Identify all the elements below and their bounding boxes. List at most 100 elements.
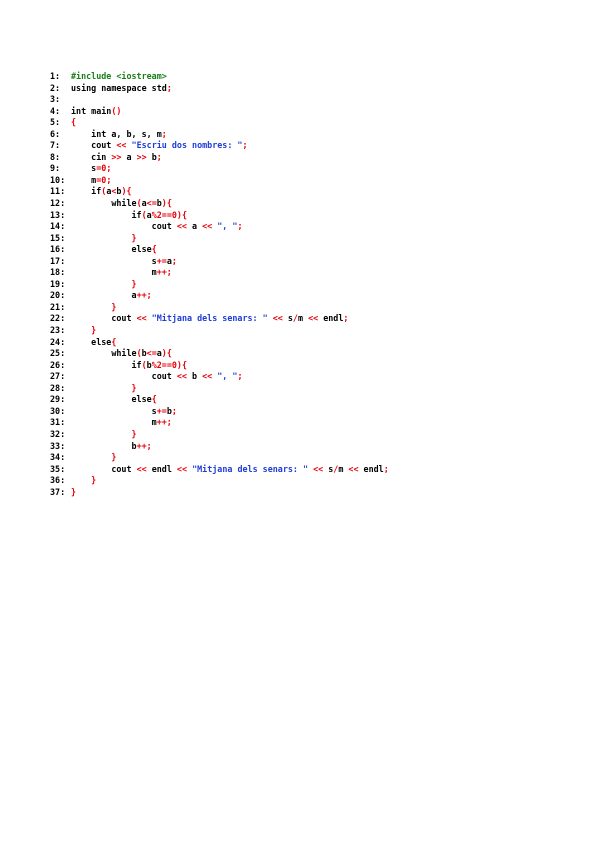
- code-token: endl: [318, 313, 344, 324]
- code-token: s: [323, 463, 334, 474]
- code-token: {: [151, 394, 157, 405]
- line-number: 34:: [50, 452, 66, 463]
- code-token: <<: [136, 463, 147, 474]
- code-token: +=: [156, 405, 167, 416]
- code-token: [71, 452, 111, 462]
- code-token: [71, 279, 132, 289]
- line-number: 29:: [50, 394, 66, 405]
- line-number: 10:: [50, 174, 66, 185]
- line-number: 2:: [50, 82, 61, 93]
- code-token: /: [333, 463, 339, 474]
- code-token: 2: [156, 359, 162, 370]
- code-token: ++;: [156, 417, 172, 428]
- code-line: 7: cout << "Escriu dos nombres: ";: [50, 140, 389, 152]
- code-token: b: [146, 151, 157, 162]
- code-token: 2: [156, 209, 162, 220]
- code-line: 26: if(b%2==0){: [50, 360, 389, 372]
- code-token: {: [111, 336, 117, 347]
- code-token: %: [151, 359, 157, 370]
- line-number: 8:: [50, 151, 61, 162]
- code-token: if: [71, 186, 102, 197]
- line-number: 5:: [50, 117, 61, 128]
- code-token: a: [71, 290, 137, 301]
- code-token: b: [166, 405, 172, 416]
- code-token: ;: [106, 174, 112, 185]
- code-token: (: [136, 348, 142, 359]
- code-token: 0: [171, 209, 177, 220]
- line-number: 28:: [50, 382, 66, 393]
- code-line: 6: int a, b, s, m;: [50, 129, 389, 141]
- code-token: ;: [343, 313, 349, 324]
- code-token: +=: [156, 255, 167, 266]
- code-token: <<: [176, 221, 187, 232]
- code-token: (: [141, 359, 147, 370]
- code-line: 23: }: [50, 325, 389, 337]
- code-line: 2:using namespace std;: [50, 83, 389, 95]
- code-token: else: [71, 336, 112, 347]
- code-line: 14: cout << a << ", ";: [50, 221, 389, 233]
- code-token: ){: [161, 348, 172, 359]
- code-token: ;: [383, 463, 389, 474]
- code-token: {: [151, 244, 157, 255]
- code-line: 30: s+=b;: [50, 406, 389, 418]
- code-line: 34: }: [50, 452, 389, 464]
- line-number: 12:: [50, 198, 66, 209]
- code-token: b: [146, 359, 152, 370]
- code-token: cout: [71, 221, 177, 232]
- code-line: 28: }: [50, 383, 389, 395]
- code-token: b: [141, 348, 147, 359]
- line-number: 14:: [50, 221, 66, 232]
- code-token: [71, 429, 132, 439]
- code-token: <<: [308, 313, 319, 324]
- code-token: (: [101, 186, 107, 197]
- line-number: 22:: [50, 313, 66, 324]
- line-number: 13:: [50, 209, 66, 220]
- code-token: cout: [71, 371, 177, 382]
- code-token: ==: [161, 359, 172, 370]
- code-token: <<: [202, 221, 213, 232]
- code-line: 10: m=0;: [50, 175, 389, 187]
- code-line: 15: }: [50, 233, 389, 245]
- code-token: %: [151, 209, 157, 220]
- code-token: }: [71, 486, 77, 497]
- code-token: ;: [106, 163, 112, 174]
- code-line: 8: cin >> a >> b;: [50, 152, 389, 164]
- line-number: 11:: [50, 186, 66, 197]
- code-line: 22: cout << "Mitjana dels senars: " << s…: [50, 313, 389, 325]
- code-line: 11: if(a<b){: [50, 186, 389, 198]
- line-number: 35:: [50, 463, 66, 474]
- code-token: (): [111, 105, 122, 116]
- code-token: <<: [313, 463, 324, 474]
- code-token: }: [131, 278, 137, 289]
- code-token: }: [91, 325, 97, 336]
- line-number: 33:: [50, 440, 66, 451]
- line-number: 1:: [50, 71, 61, 81]
- code-token: 0: [101, 163, 107, 174]
- line-number: 17:: [50, 255, 66, 266]
- line-number: 27:: [50, 371, 66, 382]
- code-token: cin: [71, 151, 112, 162]
- line-number: 23:: [50, 325, 66, 336]
- code-line: 1:#include <iostream>: [50, 71, 389, 83]
- code-line: 31: m++;: [50, 417, 389, 429]
- code-token: a: [106, 186, 112, 197]
- code-token: <<: [136, 313, 147, 324]
- code-token: >>: [136, 151, 147, 162]
- line-number: 32:: [50, 428, 66, 439]
- code-token: else: [71, 244, 152, 255]
- code-token: while: [71, 348, 137, 359]
- code-token: else: [71, 394, 152, 405]
- line-number: 37:: [50, 486, 66, 497]
- code-token: b: [186, 371, 203, 382]
- code-token: =: [96, 174, 102, 185]
- line-number: 7:: [50, 140, 61, 151]
- code-line: 27: cout << b << ", ";: [50, 371, 389, 383]
- line-number: 19:: [50, 278, 66, 289]
- code-token: ;: [171, 405, 177, 416]
- code-token: ++;: [136, 290, 152, 301]
- code-token: a: [141, 198, 147, 209]
- code-line: 19: }: [50, 279, 389, 291]
- code-token: a: [166, 255, 172, 266]
- code-token: s: [282, 313, 293, 324]
